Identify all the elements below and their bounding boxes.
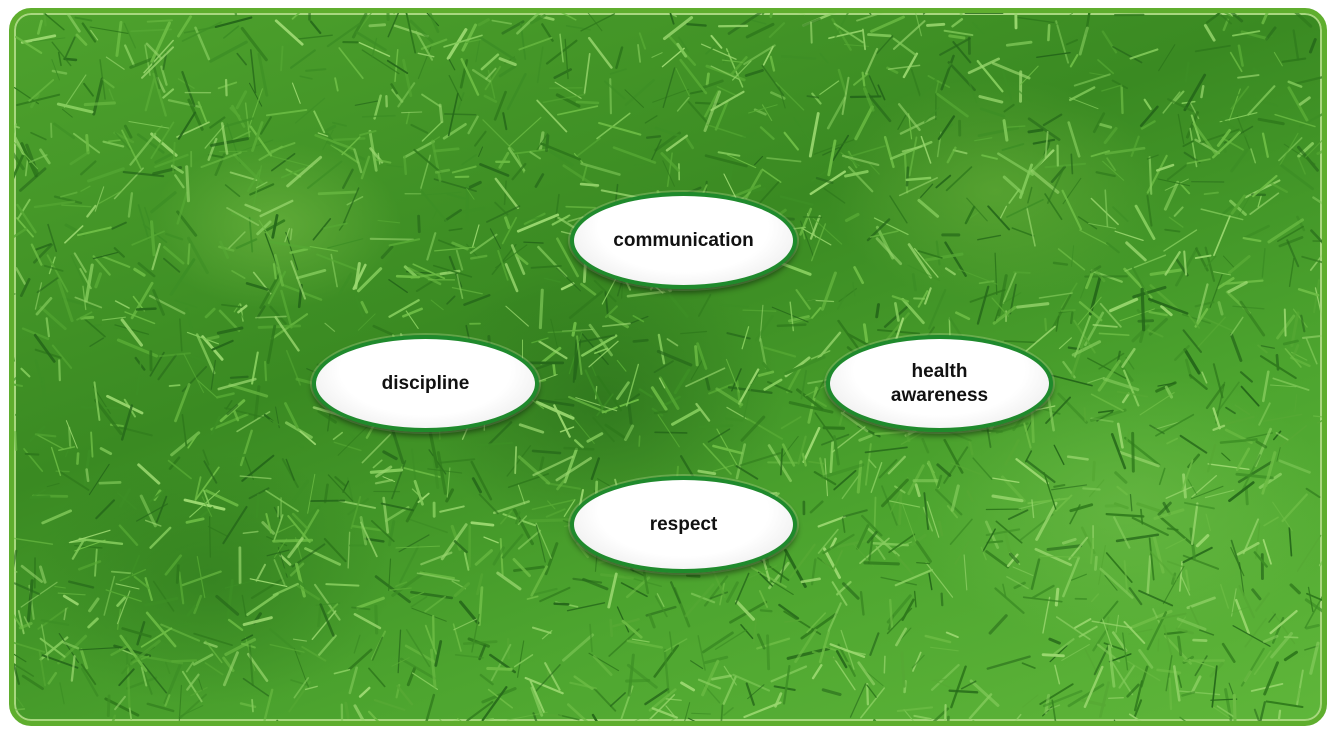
node-discipline: discipline <box>312 335 539 432</box>
node-health-awareness-label-line2: awareness <box>890 384 989 406</box>
node-discipline-label: discipline <box>381 372 470 394</box>
node-health-awareness: health awareness <box>826 335 1053 432</box>
node-communication: communication <box>570 192 797 289</box>
node-respect-label: respect <box>649 513 718 535</box>
node-communication-label: communication <box>613 229 754 251</box>
node-respect: respect <box>570 476 797 573</box>
node-health-awareness-label-line1: health <box>911 360 968 382</box>
grass-texture <box>14 13 1322 721</box>
grass-background-frame: communication discipline health awarenes… <box>9 8 1327 726</box>
